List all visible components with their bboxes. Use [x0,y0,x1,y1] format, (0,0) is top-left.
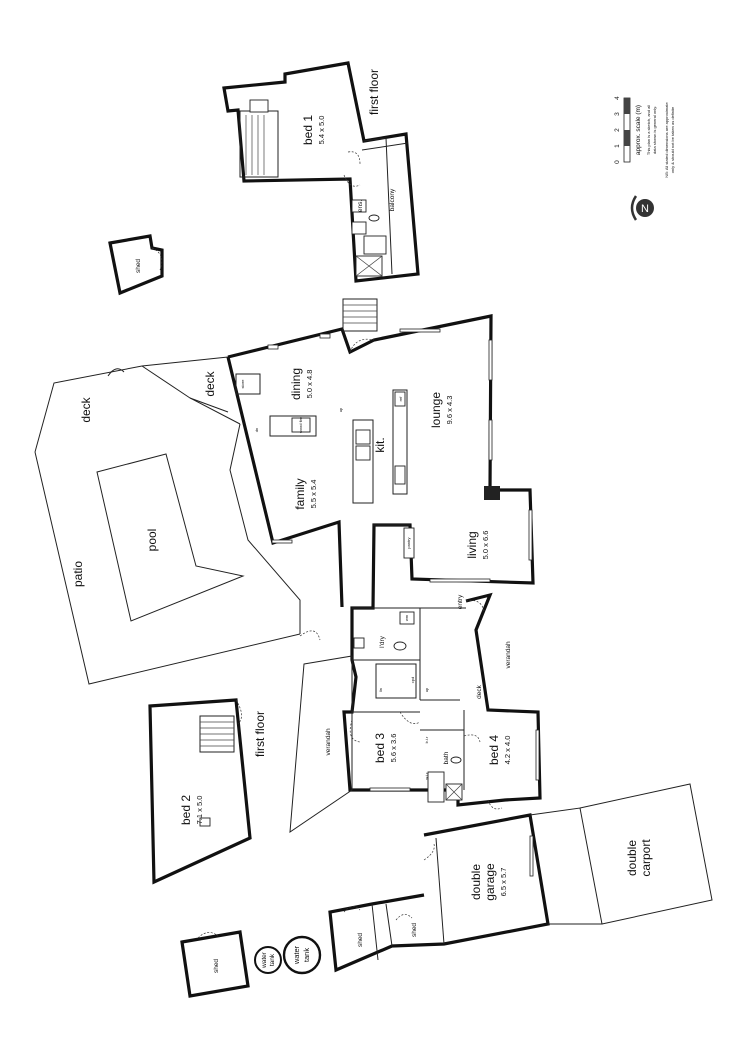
scale-tick-2: 2 [614,128,621,132]
laundry-label: l'dry [379,635,386,647]
scale-tick-1: 1 [614,144,621,148]
first-floor-bed2-block [148,698,252,885]
deck-label-entry: deck [476,684,483,698]
ref-label: ref [398,396,403,402]
water-tank-small-line2: tank [269,953,276,966]
bed1-label: bed 1 [301,115,315,145]
garage-block [328,783,713,973]
scale-tick-4: 4 [614,96,621,100]
scale-tick-0: 0 [614,160,621,164]
dining-size: 5.0 x 4.8 [305,370,314,399]
lounge-label: lounge [429,392,443,428]
bed3-label: bed 3 [373,733,387,763]
first-floor-label-1: first floor [367,69,381,115]
bed4-label: bed 4 [487,735,501,765]
water-tank-small-line1: water [261,951,268,969]
family-label: family [293,478,307,509]
outdoor-area [34,356,301,685]
carport-label-line2: carport [639,839,653,877]
bed3-size: 5.6 x 3.6 [389,734,398,763]
ground-floor-main [226,298,542,810]
verandah-left-block [289,655,353,834]
living-label: living [465,531,479,558]
up-label-dining: up [338,407,343,412]
shed-bottom-block [180,930,322,998]
lounge-size: 9.6 x 4.3 [445,396,454,425]
bed4-size: 4.2 x 4.0 [503,736,512,765]
garage-size: 6.5 x 5.7 [499,868,508,897]
store-label: store [240,379,245,389]
deck-label-left: deck [79,396,93,422]
water-tank-large-line1: water [292,945,301,965]
shed-label-c: shed [213,959,220,973]
note-line-2: data shown is general only. [652,106,657,154]
cpd-label: cpd [410,677,415,683]
lin-label: lin [378,688,383,692]
wood-fire-label: wood fire [298,416,303,433]
shed-top-label: shed [135,259,142,273]
ensuite-label: ens. [357,200,364,212]
note-line-1: This plan is a sketch, and all [646,105,651,155]
scale-label: approx. scale (m) [635,105,642,155]
family-size: 5.5 x 5.4 [309,480,318,509]
pantry-label: pantry [406,537,411,548]
verandah-label-right: verandah [505,641,512,668]
entry-label: entry [457,594,464,609]
balcony-label: balcony [389,188,396,211]
dining-label: dining [289,368,303,400]
bed2-size: 7.1 x 5.0 [195,796,204,825]
shed-label-b: shed [411,923,418,937]
carport-label-line1: double [625,840,639,876]
kitchen-label: kit. [373,437,387,452]
bed2-label: bed 2 [179,795,193,825]
bir-label: b.i.r [424,736,429,743]
wm-label: wm [404,614,409,621]
deck-label-middle: deck [203,370,217,396]
compass-north-label: N [641,203,649,215]
bath-label: bath [443,751,450,764]
water-tank-large-line2: tank [302,948,311,962]
shed-top-block [108,234,164,296]
scale-tick-3: 3 [614,112,621,116]
note-line-4: only & should not be taken as definite [670,106,675,173]
garage-label-line1: double [469,864,483,900]
scale-bar [623,97,631,163]
garage-label-line2: garage [483,863,497,901]
living-size: 5.0 x 6.6 [481,531,490,560]
note-line-3: NB: All stated dimensions are approximat… [664,102,669,178]
compass-rose [630,195,654,221]
bed1-size: 5.4 x 5.0 [317,116,326,145]
up-label-hall: up [424,687,429,692]
dn-label: dn [254,428,259,432]
patio-label: patio [71,561,85,587]
first-floor-label-2: first floor [253,711,267,757]
verandah-label-left: verandah [325,728,332,755]
wir-label: w.i.r [424,772,429,780]
pool-label: pool [145,529,159,552]
shed-label-a: shed [357,933,364,947]
first-floor-bed1-block [222,61,420,283]
